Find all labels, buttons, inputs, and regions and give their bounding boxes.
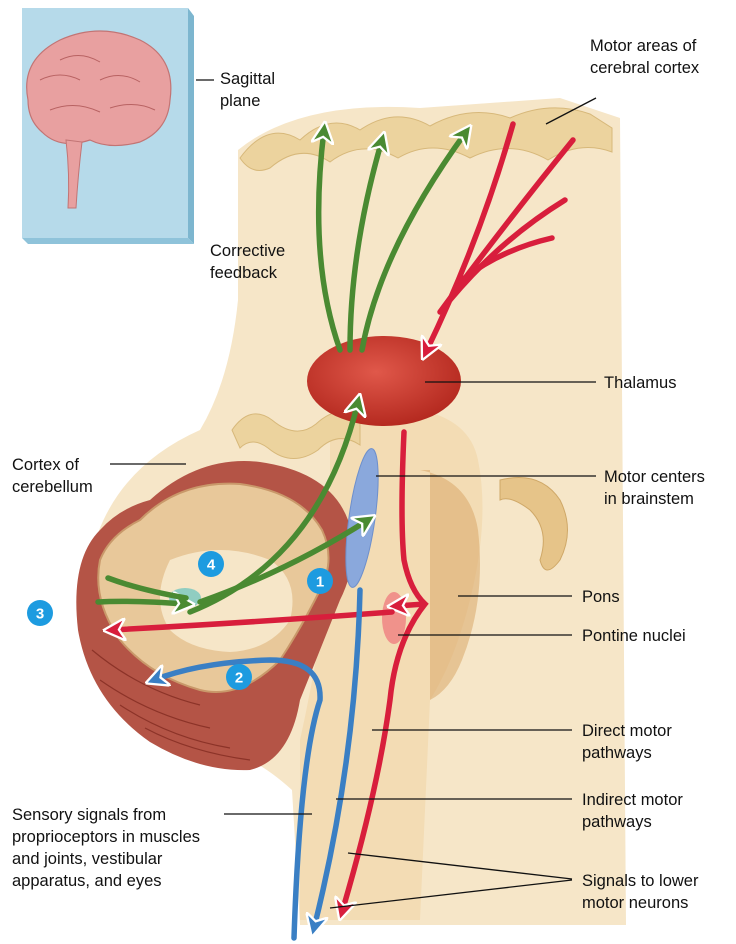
label-pons: Pons xyxy=(582,588,620,606)
badge-1: 1 xyxy=(307,568,333,594)
pontine-nuclei xyxy=(382,592,406,644)
badge-2-number: 2 xyxy=(235,670,243,687)
badge-3: 3 xyxy=(27,600,53,626)
label-thalamus: Thalamus xyxy=(604,374,676,392)
label-sagittal-plane: Sagittal plane xyxy=(220,70,280,110)
badge-2: 2 xyxy=(226,664,252,690)
badge-3-number: 3 xyxy=(36,606,44,623)
thalamus xyxy=(307,336,461,426)
badge-4-number: 4 xyxy=(207,557,216,574)
label-pontine-nuclei: Pontine nuclei xyxy=(582,627,686,645)
label-cortex-cerebellum: Cortex of cerebellum xyxy=(12,456,93,496)
sagittal-plane-inset xyxy=(22,8,194,244)
label-motor-areas: Motor areas of cerebral cortex xyxy=(590,37,701,77)
pontine-branch-arrow xyxy=(396,604,425,606)
brain-icon xyxy=(27,31,171,146)
label-sensory-signals: Sensory signals from proprioceptors in m… xyxy=(12,806,205,890)
badge-1-number: 1 xyxy=(316,574,324,591)
badge-4: 4 xyxy=(198,551,224,577)
